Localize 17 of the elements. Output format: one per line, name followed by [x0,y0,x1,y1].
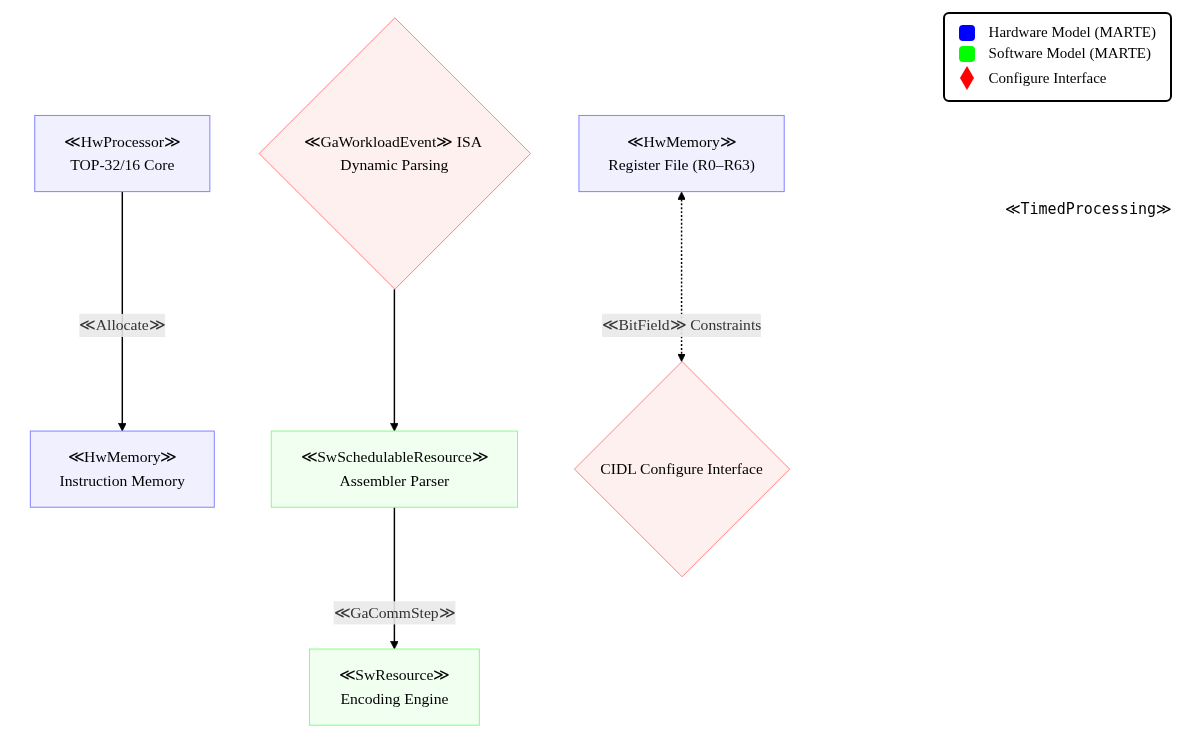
node-box: ≪HwMemory≫ Register File (R0–R63) [578,114,785,193]
arrow [677,191,686,362]
legend-text: Configure Interface [988,69,1107,87]
node-box: ≪SwSchedulableResource≫ Assembler Parser [270,430,518,508]
node-diamond: CIDL Configure Interface [573,361,791,578]
note-text: ≪TimedProcessing≫ [1004,200,1172,218]
legend-text: Hardware Model (MARTE) [988,24,1156,41]
edge-label: ≪GaCommStep≫ [333,604,456,621]
node-box: ≪HwProcessor≫ TOP-32/16 Core [34,114,211,193]
legend-text: Software Model (MARTE) [988,45,1151,62]
arrow [390,288,399,432]
arrow [118,190,127,432]
edge-label: ≪Allocate≫ [79,316,166,334]
node-box: ≪SwResource≫ Encoding Engine [308,648,480,726]
edge-label: ≪BitField≫ Constraints [601,316,762,334]
node-box: ≪HwMemory≫ Instruction Memory [29,430,215,508]
node-diamond: ≪GaWorkloadEvent≫ ISA Dynamic Parsing [258,17,532,290]
